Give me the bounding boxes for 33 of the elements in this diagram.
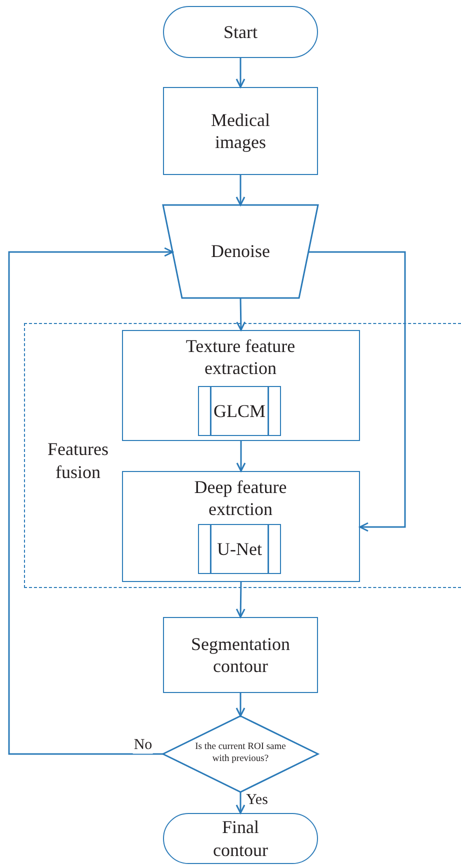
process-box: [122, 470, 360, 582]
process-box: [163, 87, 318, 175]
arrow: [236, 58, 246, 88]
node-label: Medical images: [210, 108, 271, 154]
terminal-shape: [163, 6, 318, 58]
process-box: [163, 617, 318, 693]
group-heading: Features fusion: [46, 438, 110, 483]
arrow: [8, 247, 174, 755]
node-label: GLCM: [212, 400, 266, 422]
arrow: [236, 298, 246, 331]
subprocess-box: [198, 524, 281, 574]
terminal-shape: [163, 813, 318, 864]
node-label: Start: [222, 20, 258, 44]
edge-label: No: [132, 736, 154, 754]
process-box: [122, 330, 360, 440]
node-label: Final contour: [212, 816, 269, 861]
node-label: Segmentation contour: [190, 632, 291, 678]
dashed-group-frame: [24, 323, 461, 588]
arrow: [236, 441, 246, 472]
subprocess-box: [198, 386, 281, 436]
node-label: Deep feature extrction: [193, 476, 288, 520]
arrow: [236, 792, 246, 814]
node-label: Is the current ROI same with previous?: [194, 742, 287, 766]
arrow: [236, 693, 246, 717]
edge-label: Yes: [245, 792, 269, 808]
node-label: U-Net: [216, 538, 263, 560]
trapezoid-shape: [163, 205, 318, 298]
arrow: [308, 251, 406, 532]
arrow: [236, 582, 246, 618]
arrow: [236, 175, 246, 206]
node-label: Texture feature extraction: [184, 334, 296, 380]
node-label: Denoise: [210, 240, 271, 263]
decision-diamond: [163, 716, 318, 792]
